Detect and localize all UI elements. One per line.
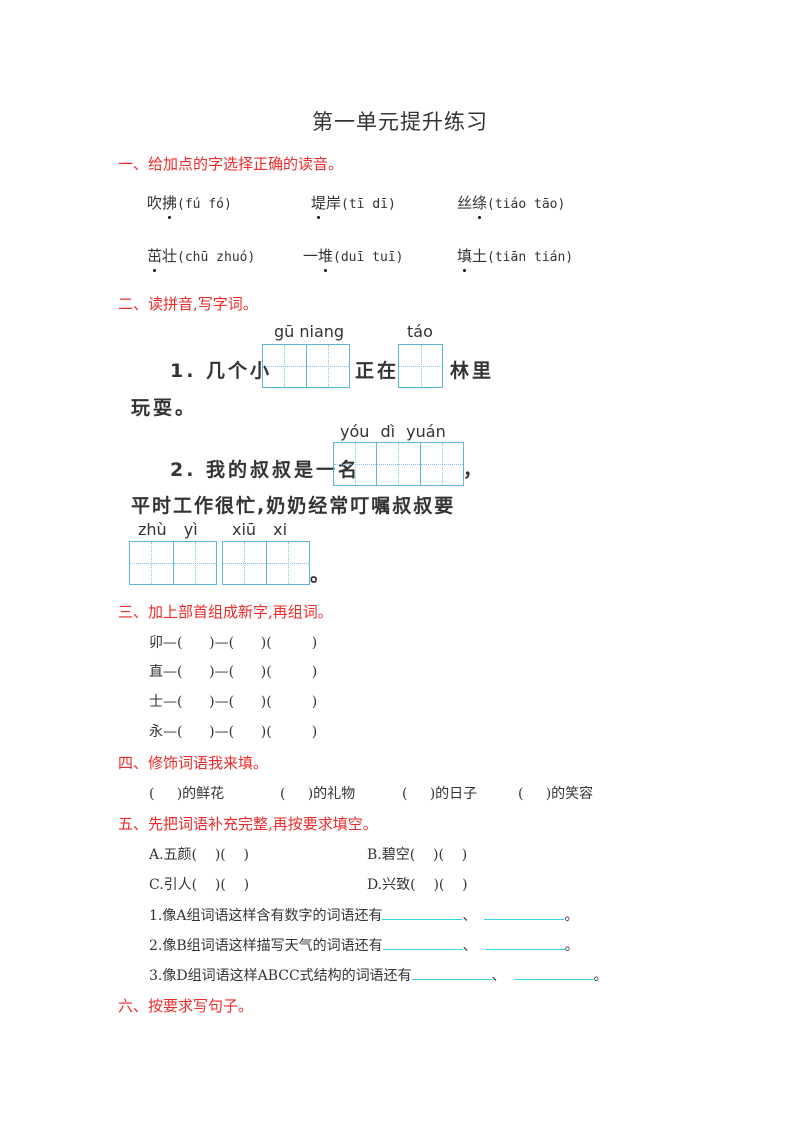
answer-blanks[interactable]: —( )—( )( ) <box>163 724 318 740</box>
pronunciation-item: 填土(tiān tián) <box>457 245 574 272</box>
dotted-char: 茁 <box>147 247 163 272</box>
pinyin-label: gū niang <box>274 322 345 341</box>
dotted-char: 绦 <box>472 194 488 219</box>
sentence-text: 1. 几个小 <box>170 360 273 382</box>
grid-cell[interactable] <box>377 443 421 485</box>
grid-cell[interactable] <box>420 443 464 485</box>
writing-grid[interactable] <box>398 344 443 388</box>
section6-heading: 六、按要求写句子。 <box>118 997 254 1015</box>
radical-row: 士—( )—( )( ) <box>149 691 317 711</box>
writing-grid[interactable] <box>129 541 217 585</box>
question-text: 2.像B组词语这样描写天气的词语还有 <box>149 938 383 954</box>
sentence-text: ， <box>463 459 486 481</box>
sentence-text: 。 <box>310 564 333 586</box>
grid-cell[interactable] <box>306 345 350 387</box>
idiom-item[interactable]: A.五颜( )( ) <box>149 847 250 863</box>
radical-row: 直—( )—( )( ) <box>149 661 317 681</box>
answer-blank[interactable] <box>484 935 565 950</box>
modifier-item[interactable]: ( )的笑容 <box>518 786 594 802</box>
section4-heading: 四、修饰词语我来填。 <box>118 754 269 772</box>
sentence-text: 正在 <box>355 360 400 382</box>
pinyin-options: (tiáo tāo) <box>487 197 566 212</box>
modifier-item[interactable]: ( )的礼物 <box>280 786 356 802</box>
idiom-item[interactable]: B.碧空( )( ) <box>367 847 468 863</box>
grid-cell[interactable] <box>266 542 310 584</box>
pinyin-label: yóu dì yuán <box>340 422 446 441</box>
radical-row: 卯—( )—( )( ) <box>149 632 317 652</box>
base-char: 士 <box>149 694 163 710</box>
sentence-text: 林里 <box>450 360 495 382</box>
pinyin-options: (duī tuī) <box>333 250 404 265</box>
grid-cell[interactable] <box>223 542 267 584</box>
grid-cell[interactable] <box>399 345 442 387</box>
dotted-char: 拂 <box>162 194 178 219</box>
section5-heading: 五、先把词语补充完整,再按要求填空。 <box>118 815 378 833</box>
base-char: 卯 <box>149 635 163 651</box>
answer-blanks[interactable]: —( )—( )( ) <box>163 664 318 680</box>
period: 。 <box>564 908 579 924</box>
modifier-item[interactable]: ( )的鲜花 <box>149 786 225 802</box>
question-text: 3.像D组词语这样ABCC式结构的词语还有 <box>149 968 412 984</box>
dotted-char: 填 <box>457 247 473 272</box>
answer-blank[interactable] <box>411 965 492 980</box>
sentence-text: 2. 我的叔叔是一名 <box>170 459 361 481</box>
char: 土 <box>472 247 488 265</box>
section1-heading: 一、给加点的字选择正确的读音。 <box>118 155 344 173</box>
answer-blanks[interactable]: —( )—( )( ) <box>163 635 318 651</box>
char: 岸 <box>326 194 342 212</box>
char: 吹 <box>147 194 163 212</box>
writing-grid[interactable] <box>222 541 310 585</box>
pinyin-options: (fú fó) <box>177 197 232 212</box>
idiom-item[interactable]: D.兴致( )( ) <box>367 877 468 893</box>
period: 。 <box>564 938 579 954</box>
grid-cell[interactable] <box>130 542 174 584</box>
answer-blank[interactable] <box>382 905 463 920</box>
separator: 、 <box>462 938 477 954</box>
question-text: 1.像A组词语这样含有数字的词语还有 <box>149 908 383 924</box>
question-row: 1.像A组词语这样含有数字的词语还有 、 。 <box>149 905 578 925</box>
pinyin-label: zhù yì <box>138 520 198 539</box>
modifier-item[interactable]: ( )的日子 <box>402 786 478 802</box>
separator: 、 <box>462 908 477 924</box>
section3-heading: 三、加上部首组成新字,再组词。 <box>118 603 333 621</box>
pronunciation-item: 吹拂(fú fó) <box>147 192 232 219</box>
grid-cell[interactable] <box>263 345 307 387</box>
writing-grid[interactable] <box>333 442 464 486</box>
base-char: 永 <box>149 724 163 740</box>
page-title: 第一单元提升练习 <box>312 110 488 134</box>
question-row: 3.像D组词语这样ABCC式结构的词语还有 、 。 <box>149 965 608 985</box>
pinyin-options: (chū zhuó) <box>177 250 256 265</box>
section2-heading: 二、读拼音,写字词。 <box>118 295 258 313</box>
pronunciation-item: 茁壮(chū zhuó) <box>147 245 256 272</box>
pinyin-label: xiū xi <box>232 520 288 539</box>
pinyin-options: (tiān tián) <box>487 250 574 265</box>
pronunciation-item: 一堆(duī tuī) <box>303 245 404 272</box>
pinyin-label: táo <box>407 322 433 341</box>
char: 一 <box>303 247 319 265</box>
writing-grid[interactable] <box>262 344 350 388</box>
grid-cell[interactable] <box>173 542 217 584</box>
idiom-item[interactable]: C.引人( )( ) <box>149 877 250 893</box>
separator: 、 <box>491 968 506 984</box>
sentence-text: 平时工作很忙,奶奶经常叮嘱叔叔要 <box>131 495 456 517</box>
period: 。 <box>593 968 608 984</box>
question-row: 2.像B组词语这样描写天气的词语还有 、 。 <box>149 935 579 955</box>
pronunciation-item: 堤岸(tī dī) <box>311 192 396 219</box>
answer-blank[interactable] <box>382 935 463 950</box>
char: 壮 <box>162 247 178 265</box>
pronunciation-item: 丝绦(tiáo tāo) <box>457 192 566 219</box>
radical-row: 永—( )—( )( ) <box>149 721 317 741</box>
dotted-char: 堆 <box>318 247 334 272</box>
answer-blank[interactable] <box>484 905 565 920</box>
base-char: 直 <box>149 664 163 680</box>
answer-blank[interactable] <box>513 965 594 980</box>
sentence-text: 玩耍。 <box>131 397 198 419</box>
answer-blanks[interactable]: —( )—( )( ) <box>163 694 318 710</box>
dotted-char: 堤 <box>311 194 327 219</box>
pinyin-options: (tī dī) <box>341 197 396 212</box>
grid-cell[interactable] <box>334 443 378 485</box>
char: 丝 <box>457 194 473 212</box>
